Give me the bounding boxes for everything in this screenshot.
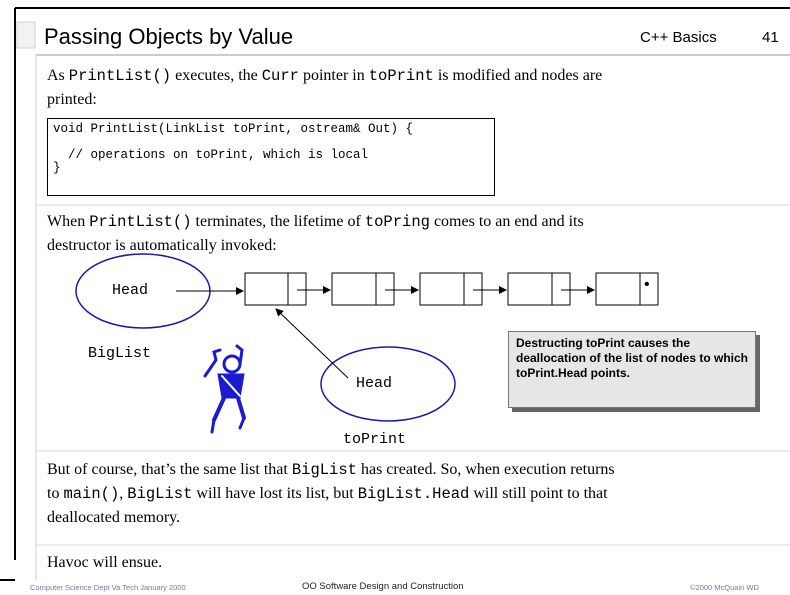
null-pointer-marker: • [644,276,650,293]
text-run: pointer in [298,67,369,84]
code-line-3: // operations on toPrint, which is local [53,148,369,162]
text-run: executes, the [171,67,262,84]
footer-center: OO Software Design and Construction [302,581,464,592]
slide-title: Passing Objects by Value [44,24,294,49]
list-node [419,272,483,306]
text-run: to [47,485,64,502]
toprint-label: toPrint [343,431,407,448]
code-line-4: } [53,161,61,175]
code-printlist: PrintList() [89,213,192,231]
code-line-1: void PrintList(LinkList toPrint, ostream… [53,122,414,136]
text-run: When [47,213,90,230]
list-node [331,272,395,306]
biglist-head-label: Head [112,282,149,299]
code-toprint: toPrint [368,67,434,85]
panicking-figure-icon [203,344,246,434]
text-run: has created. So, when execution returns [356,461,615,478]
paragraph-3-line-2: to main(), BigList will have lost its li… [47,482,787,506]
code-curr: Curr [261,67,299,85]
paragraph-1-line-2: printed: [47,91,97,108]
paragraph-3-line-3: deallocated memory. [47,509,181,526]
paragraph-1: As PrintList() executes, the Curr pointe… [47,64,787,111]
code-biglist-head: BigList.Head [357,485,470,503]
list-node-tail [595,272,659,306]
paragraph-1-line-1: As PrintList() executes, the Curr pointe… [47,64,787,88]
text-run: But of course, that’s the same list that [47,461,292,478]
text-run: , [119,485,128,502]
toprint-head-arrow [275,308,349,379]
toprint-oval [320,346,456,422]
code-biglist: BigList [291,461,357,479]
toprint-head-label: Head [356,375,393,392]
course-name: C++ Basics [640,29,717,46]
list-node [244,272,307,306]
paragraph-3: But of course, that’s the same list that… [47,458,787,529]
paragraph-2-line-1: When PrintList() terminates, the lifetim… [47,210,787,234]
paragraph-4: Havoc will ensue. [47,554,163,571]
text-run: will have lost its list, but [192,485,358,502]
paragraph-2: When PrintList() terminates, the lifetim… [47,210,787,257]
paragraph-3-line-1: But of course, that’s the same list that… [47,458,787,482]
text-run: will still point to that [469,485,608,502]
code-main: main() [63,485,120,503]
footer-left: Computer Science Dept Va Tech January 20… [30,583,186,592]
list-node [507,272,571,306]
text-run: comes to an end and its [429,213,584,230]
text-run: terminates, the lifetime of [191,213,365,230]
callout-note: Destructing toPrint causes the deallocat… [508,331,756,408]
code-block: void PrintList(LinkList toPrint, ostream… [47,118,495,196]
paragraph-2-line-2: destructor is automatically invoked: [47,237,277,254]
code-biglist: BigList [127,485,193,503]
biglist-label: BigList [88,345,152,362]
text-run: is modified and nodes are [433,67,603,84]
text-run: As [47,67,69,84]
slide-number: 41 [762,29,779,46]
footer-right: ©2000 McQuain WD [690,583,759,592]
code-printlist: PrintList() [68,67,172,85]
code-topring: toPring [364,213,430,231]
